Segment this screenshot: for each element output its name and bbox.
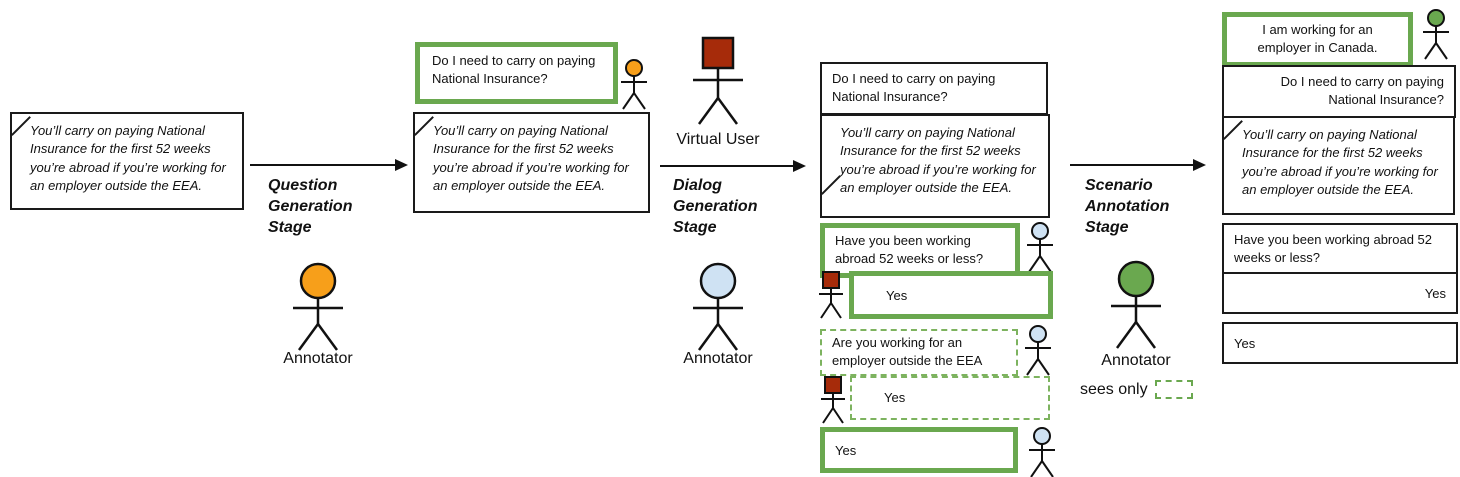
final-followup1-text: Have you been working abroad 52 weeks or… <box>1234 232 1433 266</box>
red-square-head <box>701 36 735 70</box>
virtual-user-small-figure-icon <box>819 271 843 319</box>
blue-head <box>1029 325 1047 343</box>
source-rule-text: You’ll carry on paying National Insuranc… <box>30 123 226 194</box>
virtual-annotator-blue-small-figure-icon <box>1027 222 1053 273</box>
green-head <box>1117 260 1155 298</box>
rule-note-stage2: You’ll carry on paying National Insuranc… <box>413 112 650 213</box>
virtual-annotator-blue-small-figure-icon <box>1029 427 1055 477</box>
dialog-answer1-box: Yes <box>849 271 1053 319</box>
annotator3-label: Annotator <box>1101 352 1171 369</box>
stage-label-dialog-generation: Dialog Generation Stage <box>673 177 758 236</box>
dialog-question-box: Do I need to carry on paying National In… <box>820 62 1048 115</box>
dialog-question-text: Do I need to carry on paying National In… <box>832 71 996 105</box>
annotator-sees-only-row: sees only <box>1080 380 1193 399</box>
red-square-head <box>822 271 840 289</box>
dialog-answer2-box: Yes <box>850 376 1050 420</box>
virtual-user-figure-icon <box>693 36 743 125</box>
dialog-answer3-text: Yes <box>835 443 857 458</box>
arrow-question-generation-icon <box>250 159 408 171</box>
virtual-user-label: Virtual User <box>676 131 760 148</box>
source-rule-note: You’ll carry on paying National Insuranc… <box>10 112 244 210</box>
dialog-followup2-text: Are you working for an employer outside … <box>832 335 983 369</box>
final-followup1-box: Have you been working abroad 52 weeks or… <box>1222 223 1458 276</box>
dialog-answer2-text: Yes <box>884 390 906 405</box>
rule-note-stage3: You’ll carry on paying National Insuranc… <box>820 114 1050 218</box>
dialog-followup1-box: Have you been working abroad 52 weeks or… <box>820 223 1020 278</box>
note-corner-icon <box>414 116 434 136</box>
rule-text-final: You’ll carry on paying National Insuranc… <box>1242 127 1438 198</box>
rule-text-stage2: You’ll carry on paying National Insuranc… <box>433 123 629 194</box>
annotator-orange-small-figure-icon <box>621 59 647 110</box>
dialog-followup2-box: Are you working for an employer outside … <box>820 329 1018 376</box>
final-answer2-box: Yes <box>1222 322 1458 364</box>
annotator1-label: Annotator <box>283 350 353 367</box>
stage-label-scenario-annotation: Scenario Annotation Stage <box>1085 177 1170 236</box>
dialog-answer1-text: Yes <box>886 288 908 303</box>
final-question-text: Do I need to carry on paying National In… <box>1280 74 1444 108</box>
annotator-orange-figure-icon <box>293 262 343 351</box>
final-answer2-text: Yes <box>1234 336 1256 351</box>
note-corner-icon <box>821 175 841 195</box>
scenario-statement-text: I am working for an employer in Canada. <box>1257 22 1378 56</box>
scenario-statement-box: I am working for an employer in Canada. <box>1222 12 1413 67</box>
annotator-green-figure-icon <box>1111 260 1161 349</box>
final-question-box: Do I need to carry on paying National In… <box>1222 65 1456 118</box>
arrow-scenario-annotation-icon <box>1070 159 1206 171</box>
dashed-box-legend-icon <box>1154 380 1193 399</box>
arrow-dialog-generation-icon <box>660 160 806 172</box>
note-corner-icon <box>11 116 31 136</box>
generated-question-box: Do I need to carry on paying National In… <box>415 42 618 104</box>
generated-question-text: Do I need to carry on paying National In… <box>432 53 596 87</box>
green-head <box>1427 9 1445 27</box>
final-answer1-text: Yes <box>1424 286 1446 301</box>
dialog-answer3-box: Yes <box>820 427 1018 473</box>
blue-head <box>1031 222 1049 240</box>
orange-head <box>299 262 337 300</box>
note-corner-icon <box>1223 120 1243 140</box>
dialog-followup1-text: Have you been working abroad 52 weeks or… <box>835 233 984 267</box>
rule-note-final: You’ll carry on paying National Insuranc… <box>1222 116 1455 215</box>
blue-head <box>1033 427 1051 445</box>
annotator-blue-figure-icon <box>693 262 743 351</box>
red-square-head <box>824 376 842 394</box>
annotator2-label: Annotator <box>683 350 753 367</box>
virtual-user-small-figure-icon <box>821 376 845 424</box>
orange-head <box>625 59 643 77</box>
final-answer1-box: Yes <box>1222 272 1458 314</box>
virtual-annotator-blue-small-figure-icon <box>1025 325 1051 376</box>
rule-text-stage3: You’ll carry on paying National Insuranc… <box>840 125 1036 196</box>
stage-label-question-generation: Question Generation Stage <box>268 177 353 236</box>
blue-head <box>699 262 737 300</box>
annotator-green-small-figure-icon <box>1423 9 1449 60</box>
sees-only-label: sees only <box>1080 380 1148 398</box>
